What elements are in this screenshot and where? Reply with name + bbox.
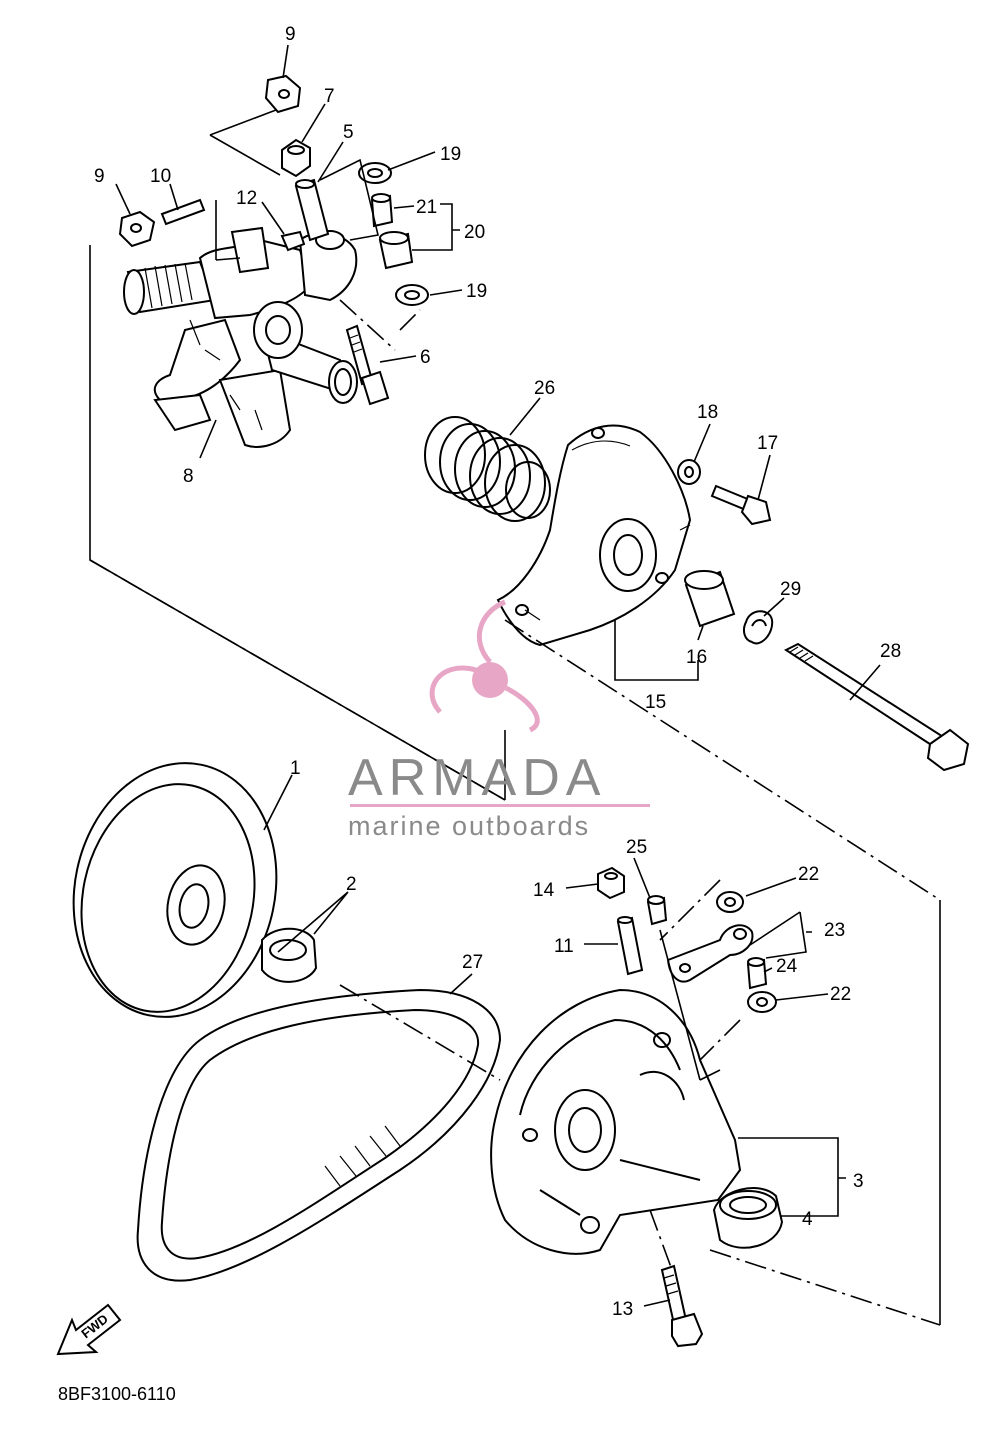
callout-7: 7 — [324, 86, 335, 107]
part-1-fixed-sheave — [72, 762, 278, 1018]
part-2-collar — [261, 927, 318, 983]
callout-4: 4 — [802, 1209, 813, 1230]
part-19-washer-lower — [395, 284, 429, 306]
part-17-bolt — [710, 484, 772, 526]
watermark-divider — [350, 804, 650, 807]
callout-19: 19 — [440, 144, 461, 165]
armada-watermark: ARMADA marine outboards — [348, 599, 650, 841]
callout-3: 3 — [853, 1171, 864, 1192]
part-10-spring-pin — [160, 198, 206, 226]
part-13-bolt — [660, 1264, 704, 1348]
part-14-nut — [597, 866, 625, 900]
callout-23: 23 — [824, 920, 845, 941]
callout-14: 14 — [533, 880, 555, 901]
part-22-washer-lower — [747, 991, 777, 1013]
part-19-washer-upper — [358, 162, 392, 184]
callout-18: 18 — [697, 402, 718, 423]
assembly-lines — [89, 109, 941, 1326]
part-21-bushing — [370, 193, 394, 228]
callout-29: 29 — [780, 579, 801, 600]
part-26-spring — [424, 416, 551, 522]
callout-25: 25 — [626, 837, 647, 858]
callout-26: 26 — [534, 378, 555, 399]
part-6-bolt — [345, 324, 390, 406]
part-28-long-bolt — [783, 642, 970, 772]
callout-13: 13 — [612, 1299, 633, 1320]
callout-28: 28 — [880, 641, 901, 662]
part-18-washer — [677, 459, 701, 485]
part-29-collar — [743, 610, 774, 645]
callout-12: 12 — [236, 188, 257, 209]
callout-19: 19 — [466, 281, 487, 302]
callout-15: 15 — [645, 692, 666, 713]
callout-22: 22 — [798, 864, 819, 885]
part-23-weight-arm — [666, 924, 754, 983]
part-11-pin — [616, 916, 644, 976]
part-9-slider-lower — [118, 210, 156, 248]
callout-1: 1 — [290, 758, 301, 779]
part-16-bushing — [684, 570, 736, 628]
part-12-plug — [280, 230, 306, 252]
watermark-brand: ARMADA — [348, 749, 606, 807]
callout-2: 2 — [346, 874, 357, 895]
part-24-bushing — [746, 957, 768, 990]
callout-8: 8 — [183, 466, 194, 487]
callout-24: 24 — [776, 956, 798, 977]
part-22-washer-upper — [716, 891, 744, 913]
propeller-logo-icon — [429, 599, 540, 733]
fwd-arrow-icon: FWD — [56, 1303, 122, 1356]
callout-21: 21 — [416, 197, 437, 218]
callout-5: 5 — [343, 122, 354, 143]
watermark-tagline: marine outboards — [348, 811, 590, 841]
leader-lines — [115, 44, 881, 1307]
part-7-nut — [281, 138, 311, 178]
callout-labels: 9 7 5 19 9 10 12 21 20 19 6 8 26 18 17 2… — [94, 24, 901, 1320]
callout-6: 6 — [420, 347, 431, 368]
callout-9: 9 — [94, 166, 105, 187]
part-8-spider-hub — [123, 226, 358, 448]
diagram-code: 8BF3100-6110 — [58, 1384, 176, 1404]
callout-17: 17 — [757, 433, 778, 454]
part-27-belt — [136, 988, 502, 1282]
part-20-bushing-outer — [378, 231, 414, 270]
part-3-movable-sheave — [490, 988, 742, 1255]
callout-9: 9 — [285, 24, 296, 45]
part-15-cover — [496, 424, 692, 647]
callout-22: 22 — [830, 984, 851, 1005]
part-25-pin — [646, 895, 668, 926]
callout-20: 20 — [464, 222, 485, 243]
callout-10: 10 — [150, 166, 171, 187]
part-4-bushing — [712, 1187, 784, 1249]
callout-27: 27 — [462, 952, 483, 973]
callout-11: 11 — [554, 936, 574, 957]
callout-16: 16 — [686, 647, 707, 668]
part-9-slider-upper — [264, 74, 302, 114]
part-5-pin — [294, 178, 330, 242]
